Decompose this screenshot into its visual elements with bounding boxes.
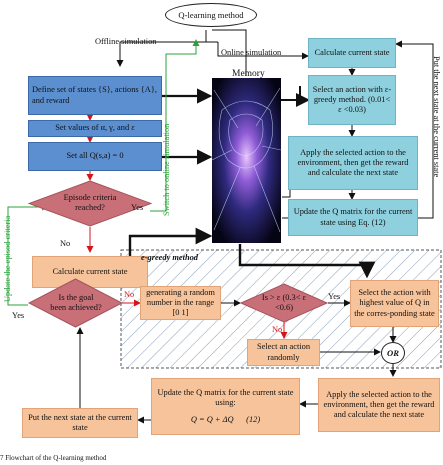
q-learning-node: Q-learning method [165,3,257,27]
put-next-box: Put the next state at the current state [22,408,138,438]
put-next-label: Put the next state at the current state [432,56,441,177]
switch-label: Switch to online simulation [162,124,171,216]
no-goal-label: No [124,290,134,299]
yes-goal-label: Yes [12,311,24,320]
is-diamond-text: Is > ε (0.3< ε <0.6) [257,289,311,317]
set-q-box: Set all Q(s,a) = 0 [28,142,162,171]
apply-action-box: Apply the selected action to the environ… [288,136,418,190]
select-highest-box: Select the action with highest value of … [350,280,439,327]
generate-random-box: generating a random number in the range … [140,286,221,320]
update2-text: Update the Q matrix for the current stat… [155,388,296,408]
update2-formula: Q = Q + ΔQ (12) [191,415,260,425]
or-node: OR [381,342,405,364]
no-episode-label: No [60,239,70,248]
goal-diamond-text: Is the goal been achieved? [47,288,105,318]
update-q-box: Update the Q matrix for the current stat… [288,199,418,236]
egreedy-title: e-greedy method [141,253,198,262]
offline-label: Offline simulation [95,37,157,46]
select-random-box: Select an action randomly [247,339,320,366]
define-states-box: Define set of states {S}, actions {A}, a… [28,76,162,115]
episode-diamond-text: Episode criteria reached? [58,188,122,218]
memory-label: Memory [232,69,265,79]
online-label: Online simulation [221,48,281,57]
update-q-box-2: Update the Q matrix for the current stat… [151,378,300,435]
yes-episode-label: Yes [131,203,143,212]
select-action-box: Select an action with ε-greedy method. (… [308,75,396,125]
yes-is-label: Yes [328,292,340,301]
set-values-box: Set values of α, γ, and ε [28,120,162,137]
caption: 7 Flowchart of the Q-learning method [0,454,106,462]
calc-state-box: Calculate current state [308,38,396,68]
apply-action-box-2: Apply the selected action to the environ… [318,378,440,432]
update-episod-label: Update the episod criteria [3,216,12,302]
no-is-label: No [272,325,282,334]
